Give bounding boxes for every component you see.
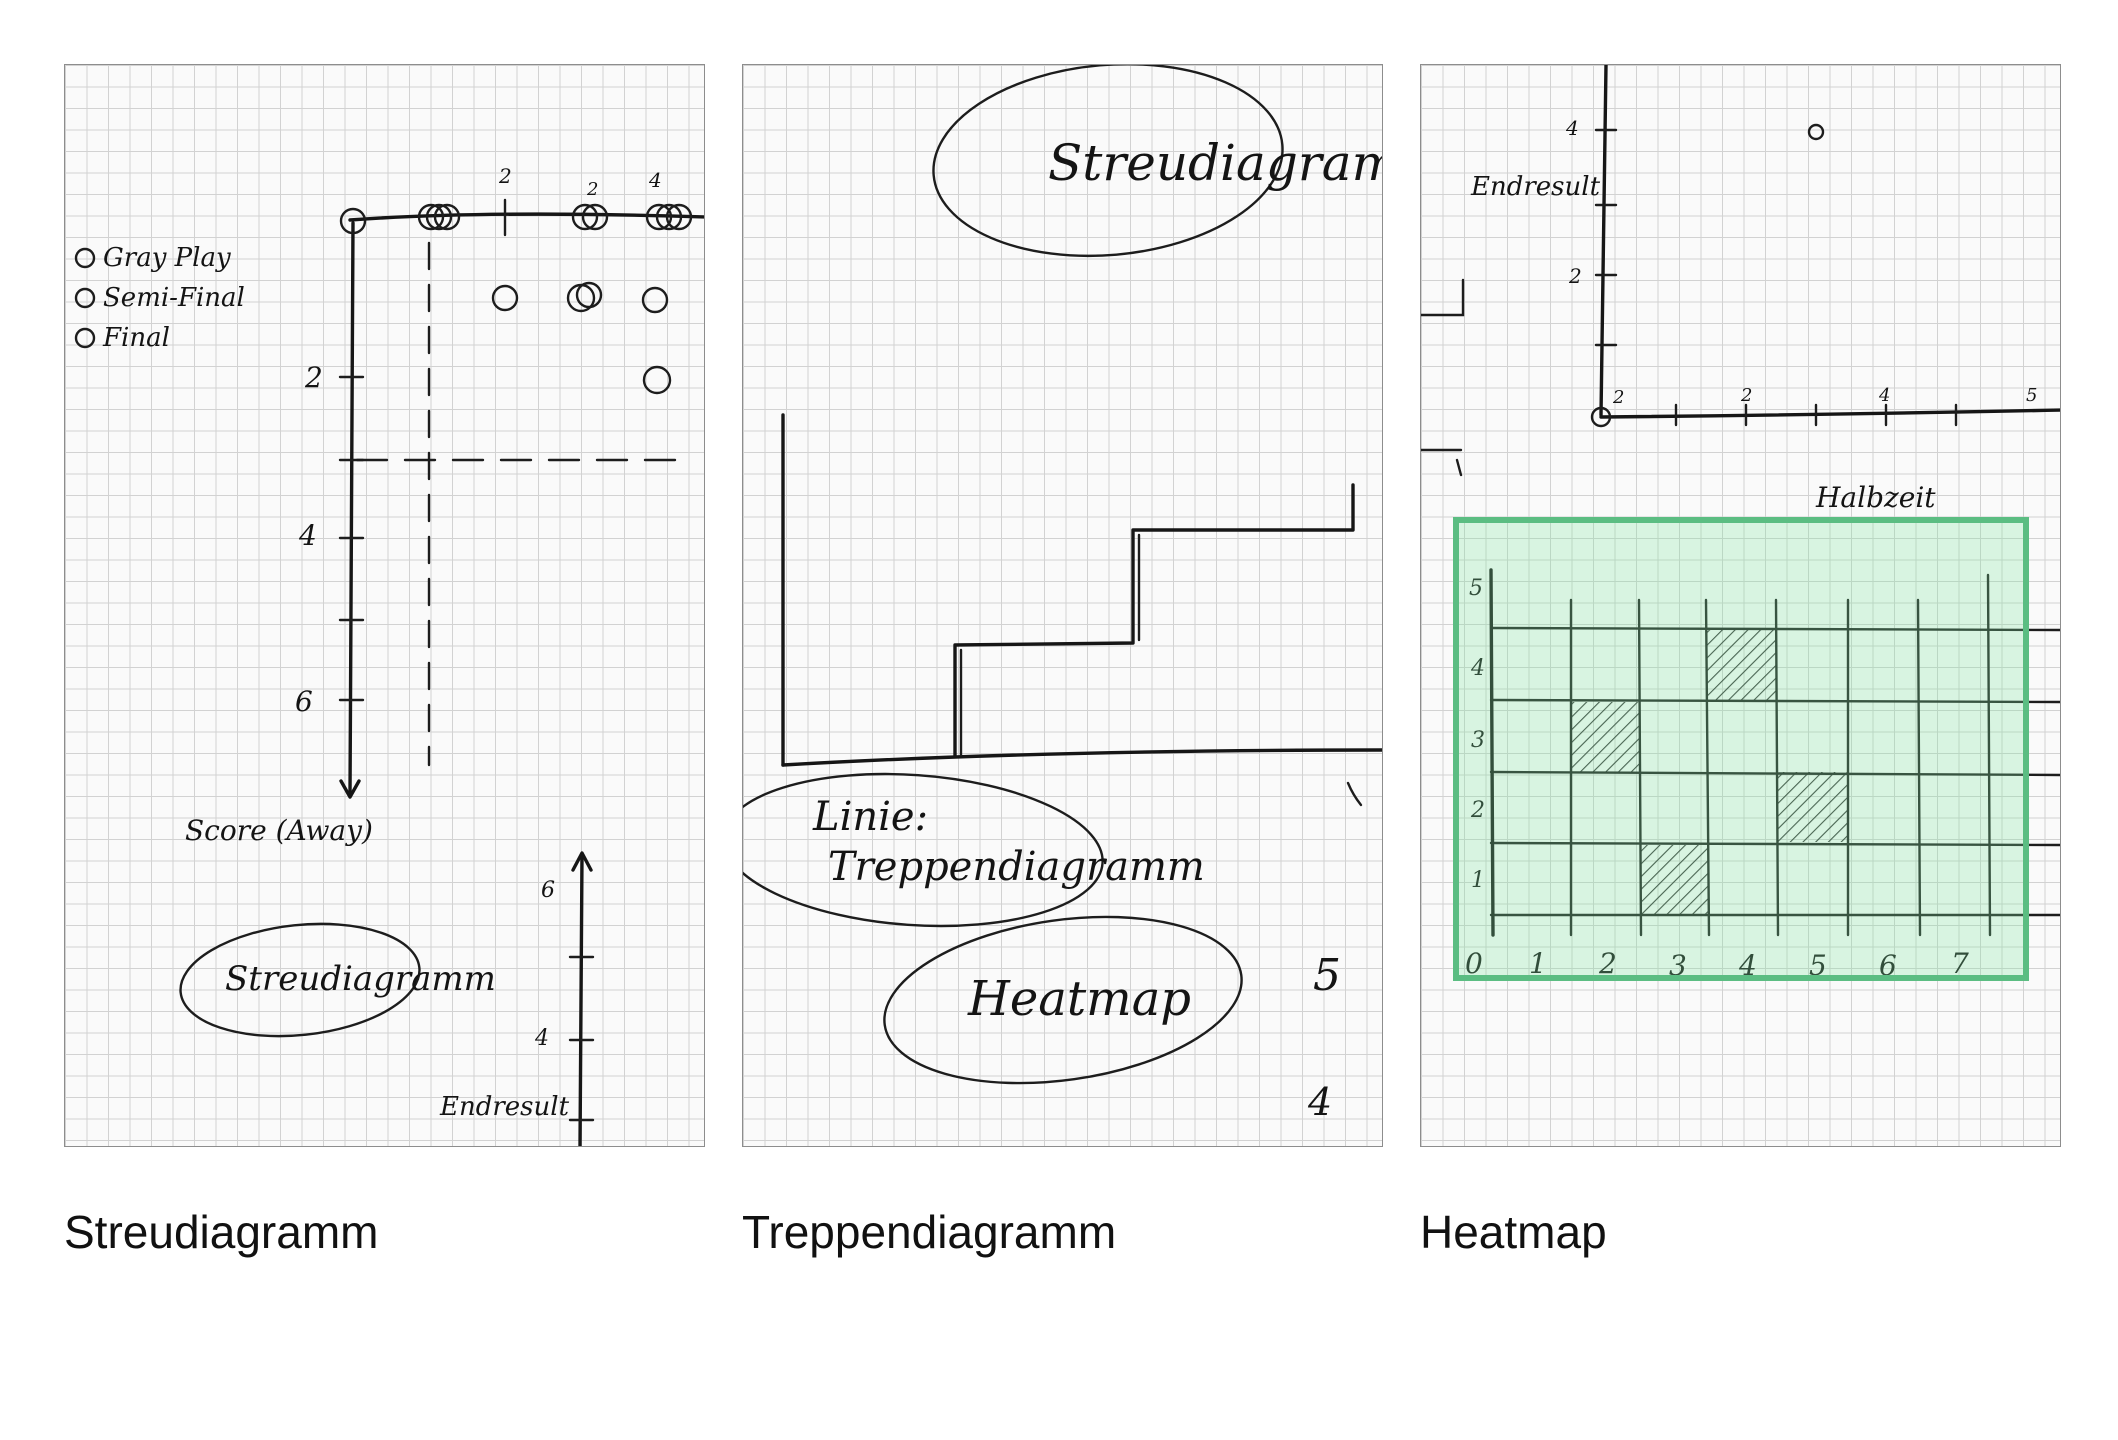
grid-y-label-3: 3 <box>1471 728 1485 753</box>
y-axis-label: Endresult <box>1470 172 1601 202</box>
grid-y-label-4: 4 <box>1470 656 1485 681</box>
sketch-card-scatter[interactable]: Gray Play Semi-Final Final 2 4 6 2 2 4 <box>64 64 705 1147</box>
bubble-mid-line2: Treppendiagramm <box>828 844 1205 890</box>
side-number-4: 4 <box>1307 1080 1332 1124</box>
grid-x-label-3: 3 <box>1669 949 1687 982</box>
mini-axis-label: Endresult <box>439 1092 570 1122</box>
scatter-sketch: Gray Play Semi-Final Final 2 4 6 2 2 4 <box>74 164 704 1146</box>
sketch-card-step[interactable]: Streudiagramm Linie: Treppendiagramm Hea… <box>742 64 1383 1147</box>
step-sketch: Streudiagramm Linie: Treppendiagramm Hea… <box>743 65 1383 1124</box>
grid-x-label-7: 7 <box>1951 947 1969 980</box>
x-tick-2: 2 <box>1740 385 1752 406</box>
hatched-cell <box>1706 630 1776 700</box>
y-tick-6: 6 <box>295 685 313 718</box>
grid-x-label-4: 4 <box>1738 949 1757 982</box>
side-number-5: 5 <box>1313 950 1341 1001</box>
mini-tick-6: 6 <box>541 878 555 903</box>
heatmap-sketch: 4 2 Endresult 2 2 4 5 Halbzeit <box>1421 65 2060 982</box>
legend-semi-final: Semi-Final <box>103 283 245 313</box>
heatmap-highlight-box <box>1453 517 2029 981</box>
legend-gray-play: Gray Play <box>103 243 231 273</box>
grid-x-label-1: 1 <box>1529 947 1547 980</box>
grid-x-label-6: 6 <box>1879 949 1897 982</box>
grid-x-label-0: 0 <box>1465 947 1483 980</box>
top-tick-3: 4 <box>648 168 662 192</box>
hatched-cell <box>1778 772 1848 842</box>
top-tick-2: 2 <box>586 179 598 200</box>
heatmap-grid <box>1489 568 2060 937</box>
hatched-cell <box>1641 845 1709 915</box>
bubble-mid-line1: Linie: <box>812 794 928 840</box>
x-axis-label: Halbzeit <box>1815 481 1936 514</box>
bubble-bottom-label: Heatmap <box>967 971 1191 1027</box>
grid-x-label-5: 5 <box>1809 949 1827 982</box>
caption-streudiagramm: Streudiagramm <box>64 1206 379 1258</box>
x-tick-3: 4 <box>1878 385 1890 406</box>
y-tick-2: 2 <box>304 361 323 394</box>
y-tick-2: 2 <box>1568 264 1582 288</box>
hatched-cell <box>1571 702 1639 772</box>
y-tick-4: 4 <box>298 519 317 552</box>
grid-y-label-2: 2 <box>1470 798 1485 823</box>
bubble-top-label: Streudiagramm <box>1048 134 1383 192</box>
bubble-label: Streudiagramm <box>225 959 496 999</box>
caption-heatmap: Heatmap <box>1420 1206 1607 1258</box>
legend-final: Final <box>102 323 170 353</box>
mini-tick-4: 4 <box>534 1026 549 1051</box>
sketch-card-heatmap[interactable]: 4 2 Endresult 2 2 4 5 Halbzeit <box>1420 64 2061 1147</box>
x-tick-1: 2 <box>1612 387 1624 408</box>
y-axis-label: Score (Away) <box>185 814 373 847</box>
grid-y-label-1: 1 <box>1471 868 1485 893</box>
top-tick-1: 2 <box>498 164 512 188</box>
grid-x-label-2: 2 <box>1598 947 1617 980</box>
caption-treppendiagramm: Treppendiagramm <box>742 1206 1117 1258</box>
y-tick-4: 4 <box>1565 116 1579 140</box>
grid-y-label-5: 5 <box>1469 576 1483 601</box>
x-tick-4: 5 <box>2026 385 2037 406</box>
